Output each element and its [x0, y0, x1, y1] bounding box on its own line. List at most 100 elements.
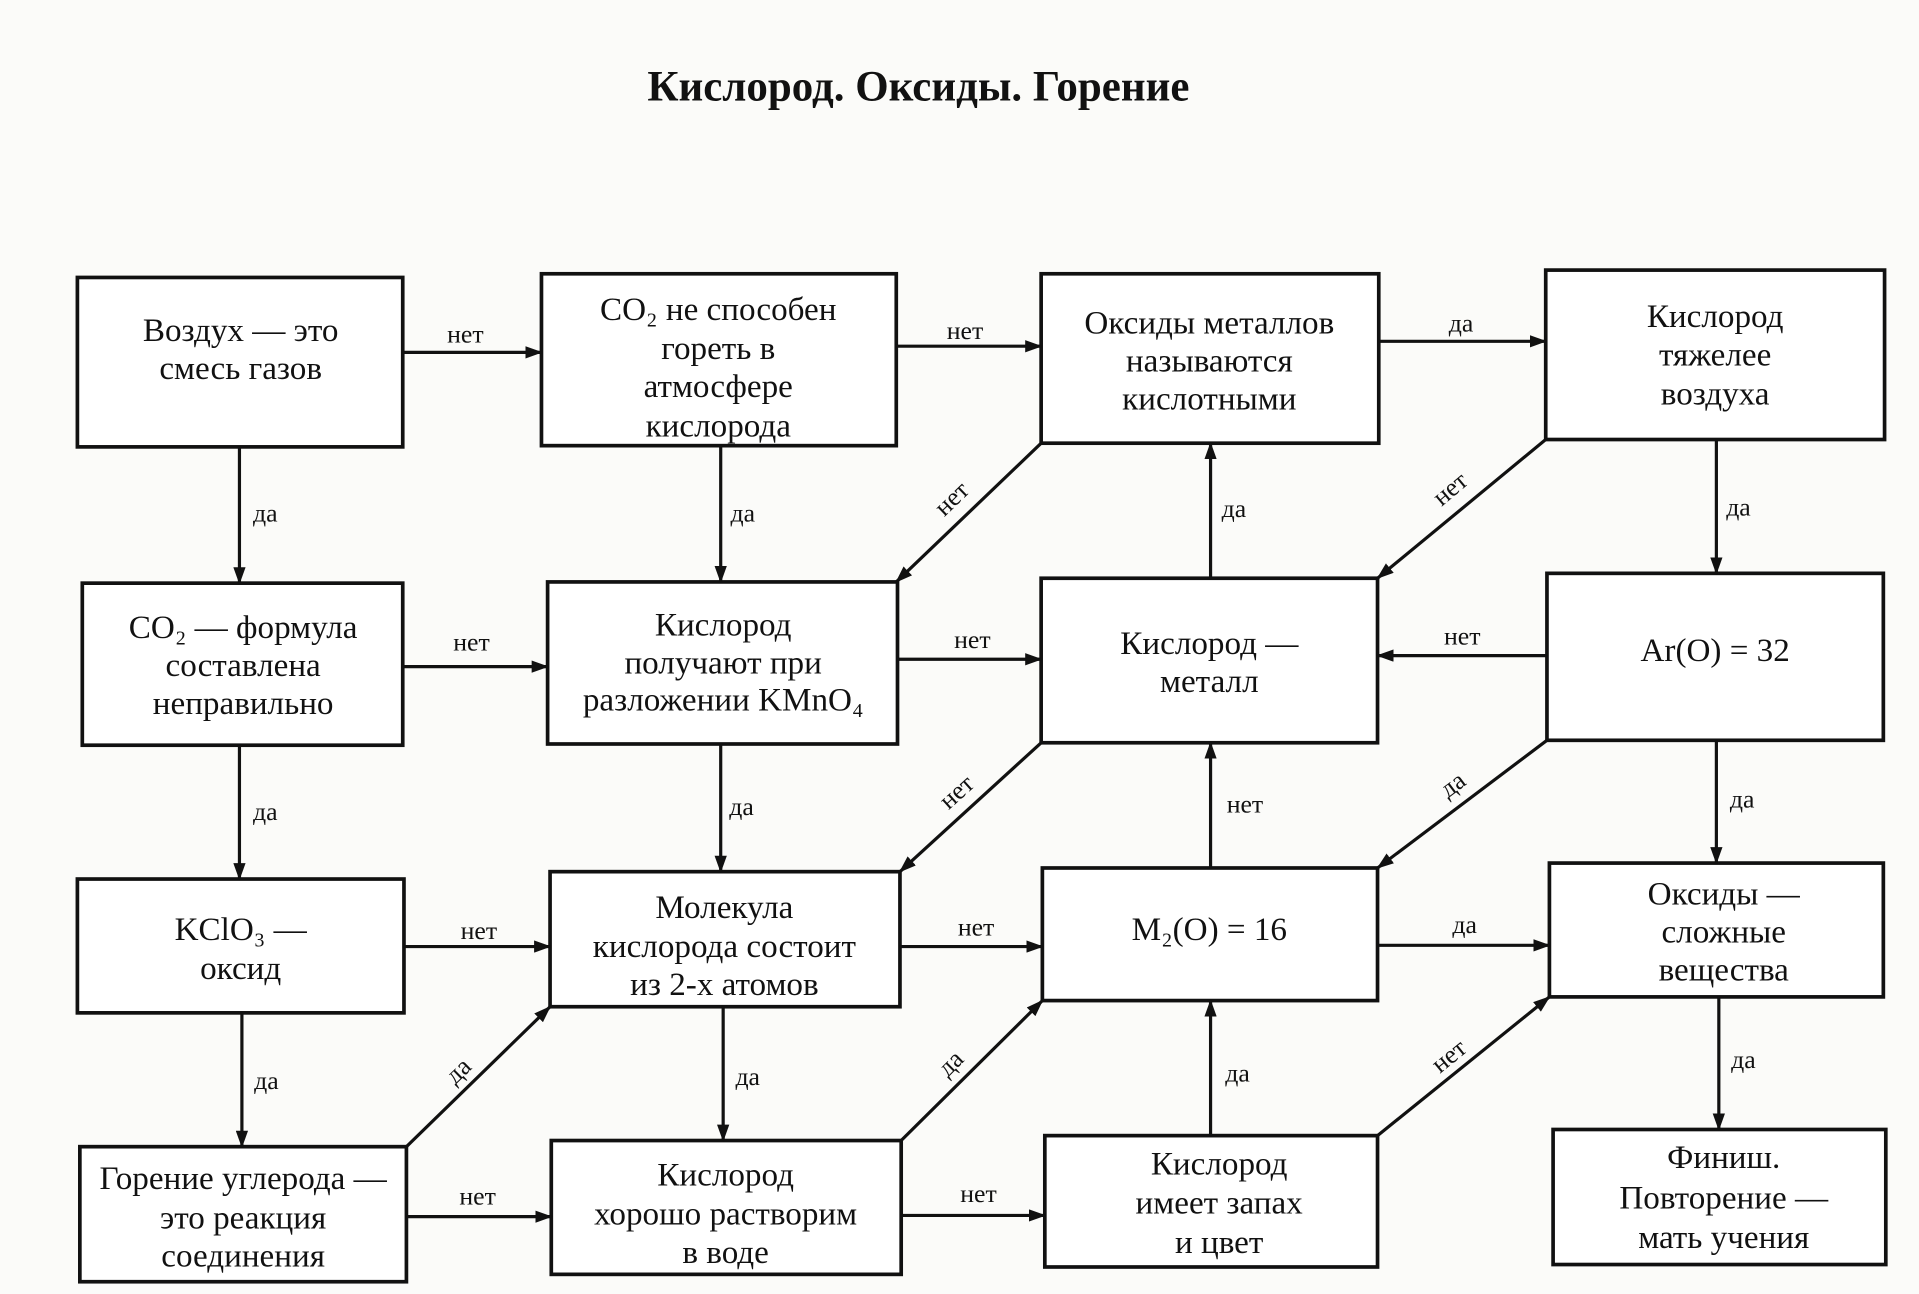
arrow-soluble-to-smell: нет	[901, 1179, 1047, 1222]
arrow-label: нет	[1227, 790, 1264, 819]
arrow-air-to-co2: нет	[402, 319, 543, 359]
box-frame	[1547, 861, 1886, 999]
arrow-molecule-to-mr: нет	[899, 912, 1044, 953]
arrow-line	[405, 1005, 552, 1148]
arrow-label: нет	[1425, 1033, 1472, 1079]
box-text-line: Кислород	[1647, 298, 1784, 335]
box-co2-formula-wrong: CO₂ — формула составлена неправильно	[80, 581, 405, 748]
box-text-line: CO₂ — формула	[129, 609, 358, 646]
arrow-heavier-to-ar: да	[1710, 439, 1751, 575]
arrow-label: да	[1449, 308, 1474, 337]
arrow-line	[895, 442, 1043, 584]
arrow-kclo3-to-carbon: да	[235, 1012, 279, 1148]
box-metal-oxides-acidic: Оксиды металлов называются кислотными	[1039, 271, 1381, 446]
box-text-line: хорошо растворим	[594, 1196, 857, 1233]
arrow-kclo3-to-molecule: нет	[403, 916, 552, 953]
box-text-line: Горение углерода —	[99, 1160, 387, 1197]
arrow-label: да	[729, 792, 754, 821]
box-text-line: Финиш.	[1667, 1139, 1780, 1176]
box-text-line: Кислород	[655, 606, 792, 643]
arrow-carbon-to-soluble: нет	[406, 1181, 553, 1223]
box-text-line: получают при	[624, 644, 821, 681]
box-kclo3-oxide: KClO₃ — оксид	[75, 877, 406, 1015]
box-text-line: разложении KMnO₄	[583, 681, 864, 718]
box-text-line: Оксиды —	[1648, 875, 1801, 912]
arrow-metal-oxides-to-kmno4: нет	[895, 442, 1043, 584]
box-frame	[1042, 1133, 1380, 1269]
box-oxygen-from-kmno4: Кислород получают при разложении KMnO₄	[545, 580, 900, 746]
box-text-line: Кислород	[1151, 1145, 1288, 1182]
arrow-label: да	[735, 1062, 760, 1091]
arrow-line	[1376, 438, 1547, 580]
arrow-metal-oxides-to-heavier: да	[1378, 308, 1547, 348]
arrow-smell-to-oxides-complex: нет	[1376, 995, 1551, 1137]
arrow-heavier-to-metal: нет	[1376, 438, 1547, 580]
box-text-line: Кислород —	[1120, 625, 1299, 662]
box-text-line: тяжелее	[1659, 336, 1771, 373]
arrow-label: да	[253, 797, 278, 826]
box-text-line: Кислород	[657, 1156, 794, 1193]
arrow-label: да	[254, 1066, 279, 1095]
arrow-kmno4-to-metal: нет	[897, 625, 1043, 666]
box-text-line: кислорода состоит	[593, 928, 856, 965]
box-text-line: сложные	[1661, 913, 1786, 950]
arrow-label: нет	[960, 1179, 996, 1208]
box-text-line: гореть в	[661, 330, 775, 367]
arrow-label: нет	[453, 628, 490, 657]
arrow-metal-to-metal-oxides: да	[1204, 441, 1247, 579]
box-frame	[539, 271, 899, 448]
arrow-label: нет	[954, 625, 991, 654]
arrow-air-to-co2-formula: да	[233, 446, 278, 585]
box-text-line: Воздух — это	[143, 312, 339, 349]
box-text-line: кислорода	[646, 408, 792, 445]
arrow-label: нет	[1444, 621, 1481, 650]
arrow-line	[900, 999, 1044, 1142]
arrow-label: да	[253, 499, 278, 528]
arrow-metal-to-molecule: нет	[898, 741, 1043, 873]
arrow-co2-to-kmno4: да	[714, 445, 756, 584]
box-text-line: неправильно	[153, 685, 334, 722]
arrow-line	[1376, 739, 1548, 870]
box-text-line: составлена	[166, 647, 322, 684]
arrow-co2-formula-to-kclo3: да	[233, 745, 278, 881]
box-text-line: и цвет	[1175, 1224, 1263, 1261]
box-oxygen-soluble: Кислород хорошо растворим в воде	[549, 1138, 904, 1277]
arrow-soluble-to-mr: да	[900, 999, 1044, 1142]
box-ar-o-32: Ar(O) = 32	[1545, 571, 1886, 743]
arrow-label: да	[1731, 1045, 1756, 1074]
box-text-line: Молекула	[655, 889, 793, 926]
arrow-label: нет	[459, 1181, 496, 1210]
box-carbon-combustion: Горение углерода — это реакция соединени…	[78, 1144, 409, 1284]
arrow-label: нет	[947, 316, 984, 345]
box-frame	[80, 581, 405, 748]
arrow-co2-to-metal-oxides: нет	[896, 316, 1043, 353]
arrow-oxides-complex-to-finish: да	[1712, 996, 1756, 1131]
box-frame	[1551, 1127, 1888, 1267]
box-text-line: из 2-х атомов	[630, 966, 819, 1003]
box-frame	[78, 1144, 409, 1284]
arrow-label: да	[1222, 494, 1247, 523]
box-text-line: CO₂ не способен	[600, 291, 837, 328]
arrow-label: нет	[447, 319, 484, 348]
arrow-label: да	[1225, 1059, 1250, 1088]
box-text-line: Оксиды металлов	[1084, 304, 1334, 341]
box-finish: Финиш. Повторение — мать учения	[1551, 1127, 1888, 1267]
box-text-line: оксид	[200, 950, 281, 987]
box-oxygen-molecule-two-atoms: Молекула кислорода состоит из 2-х атомов	[548, 869, 902, 1009]
box-text-line: Повторение —	[1619, 1180, 1829, 1217]
arrow-carbon-to-molecule: да	[405, 1005, 552, 1148]
box-text-line: атмосфере	[644, 368, 793, 405]
box-text-line: называются	[1126, 342, 1293, 379]
box-text-line: смесь газов	[159, 350, 322, 387]
arrow-mr-to-metal: нет	[1204, 741, 1264, 868]
arrow-ar-to-metal: нет	[1376, 621, 1547, 662]
arrow-kmno4-to-molecule: да	[714, 743, 754, 873]
box-text-line: вещества	[1659, 951, 1790, 988]
arrow-line	[898, 741, 1043, 873]
arrow-molecule-to-soluble: да	[717, 1006, 761, 1142]
box-mr-o-16: M₂(O) = 16	[1040, 866, 1380, 1003]
box-text-line: металл	[1160, 663, 1259, 700]
box-frame	[548, 869, 902, 1009]
box-text-line: соединения	[161, 1237, 325, 1274]
